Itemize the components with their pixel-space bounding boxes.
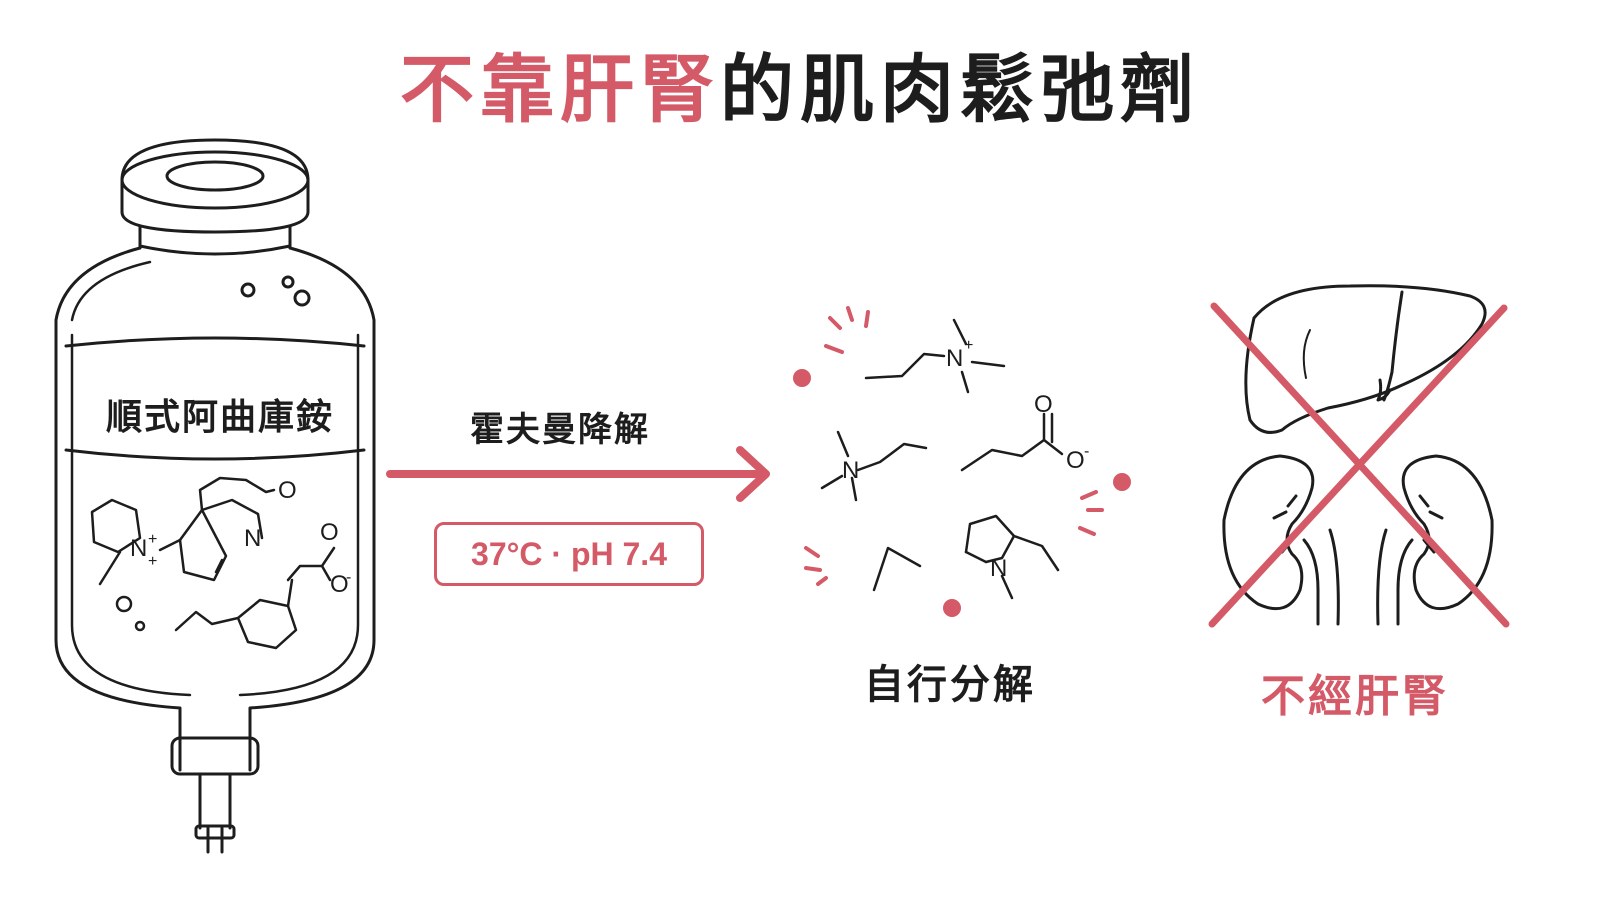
charge-plus: + [148,531,157,548]
organs-label: 不經肝腎 [1261,671,1449,722]
charge-minus: - [346,569,351,586]
fragments-label: 自行分解 [864,662,1036,708]
page-title: 不靠肝腎的肌肉鬆弛劑 [0,30,1600,137]
burst-dots [793,369,1131,617]
cross-out-icon [1208,302,1510,628]
charge-minus: - [1084,443,1089,460]
left-kidney-icon [1222,454,1315,611]
burst-marks [804,306,1104,586]
vial-label-band [64,336,366,461]
atom-o: O [1066,447,1085,474]
degradation-fragments [820,318,1064,600]
atom-n: N [990,555,1007,582]
liver-icon [1244,284,1487,434]
vial-cap [120,138,310,234]
conditions-badge: 37°C · pH 7.4 [434,522,704,586]
cisatracurium-structure [90,476,336,650]
title-dark-text: 的肌肉鬆弛劑 [720,47,1200,133]
vial-illustration [54,138,376,854]
atom-n: N [842,457,859,484]
atom-o: O [1034,391,1053,418]
atom-n: N [244,525,261,552]
atom-o: O [278,477,297,504]
title-accent-text: 不靠肝腎 [400,47,720,133]
organs-illustration [1222,284,1494,626]
atom-labels: N + + N O O O - N + N O O - N [130,337,1089,598]
atom-n: N [130,535,147,562]
atom-o: O [330,571,349,598]
atom-o: O [320,519,339,546]
vial-drug-label: 順式阿曲庫銨 [105,397,334,438]
process-label: 霍夫曼降解 [470,410,650,450]
vial-body [54,246,376,747]
right-kidney-icon [1401,454,1494,611]
charge-plus: + [964,337,973,354]
atom-n: N [946,345,963,372]
charge-plus: + [148,553,157,570]
process-arrow [386,446,770,502]
